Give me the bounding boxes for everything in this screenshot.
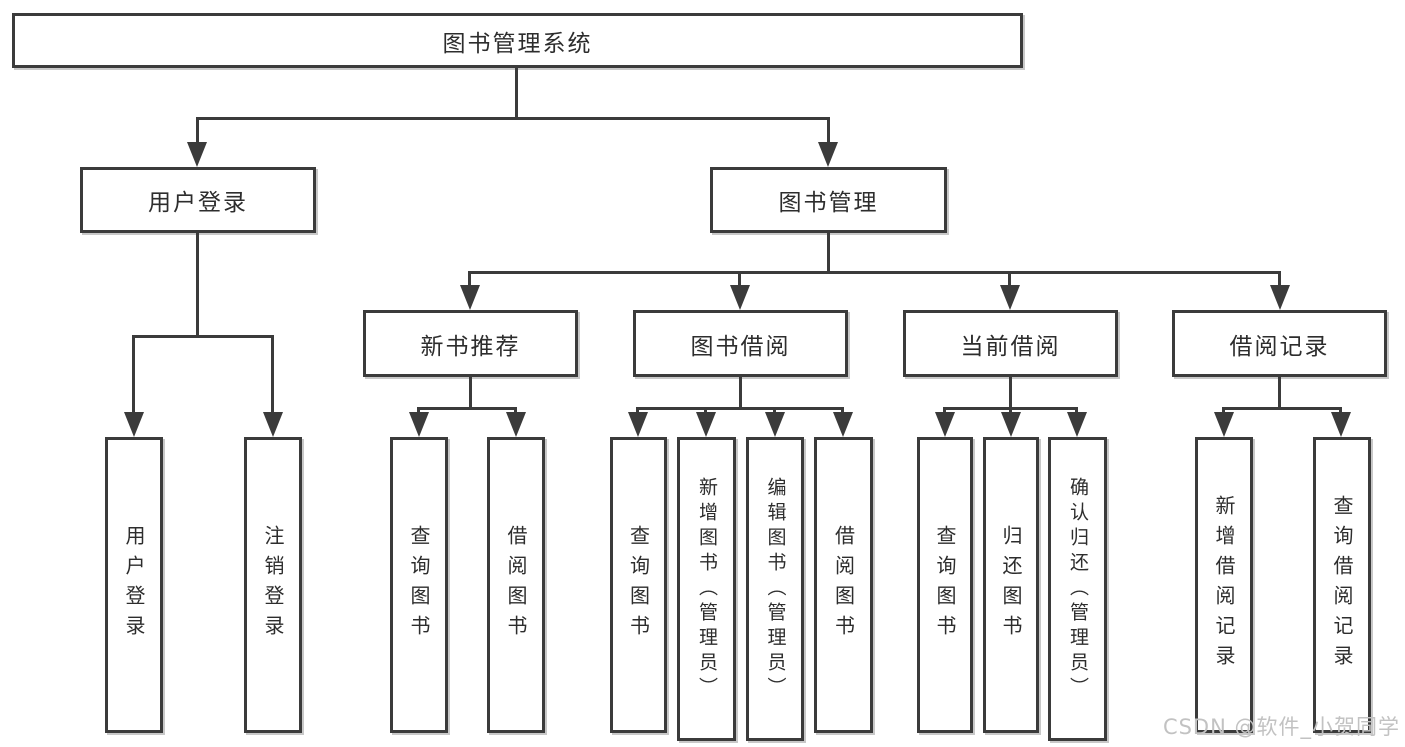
arrow-down-icon bbox=[935, 412, 955, 437]
arrow-down-icon bbox=[730, 285, 750, 310]
arrow-down-icon bbox=[628, 412, 648, 437]
arrow-down-icon bbox=[818, 142, 838, 167]
node-current-borrowing: 当前借阅 bbox=[903, 310, 1118, 377]
leaf-logout-login-label: 注销登录 bbox=[261, 525, 285, 645]
leaf-newbooks-borrow-books-label: 借阅图书 bbox=[504, 525, 528, 645]
leaf-query-borrow-record: 查询借阅记录 bbox=[1313, 437, 1371, 733]
leaf-logout-login: 注销登录 bbox=[244, 437, 302, 733]
arrow-down-icon bbox=[1214, 412, 1234, 437]
arrow-down-icon bbox=[1067, 412, 1087, 437]
connector-newbooks-stem bbox=[469, 377, 472, 407]
connector-borrowing-bar bbox=[636, 407, 844, 410]
leaf-return-books: 归还图书 bbox=[983, 437, 1039, 733]
connector-records-drop-1 bbox=[1222, 407, 1225, 414]
node-library-system-label: 图书管理系统 bbox=[442, 30, 593, 57]
node-book-borrowing-label: 图书借阅 bbox=[690, 333, 791, 360]
connector-bookmgmt-drop-4 bbox=[1278, 271, 1281, 287]
node-library-system: 图书管理系统 bbox=[12, 13, 1023, 68]
connector-current-drop-3 bbox=[1075, 407, 1078, 414]
connector-records-bar bbox=[1222, 407, 1341, 410]
connector-userlogin-stem bbox=[196, 233, 199, 335]
connector-root-drop-right bbox=[827, 117, 830, 145]
connector-borrowing-drop-3 bbox=[773, 407, 776, 414]
arrow-down-icon bbox=[460, 285, 480, 310]
arrow-down-icon bbox=[409, 412, 429, 437]
node-borrowing-records: 借阅记录 bbox=[1172, 310, 1387, 377]
connector-userlogin-bar bbox=[132, 335, 274, 338]
arrow-down-icon bbox=[187, 142, 207, 167]
leaf-newbooks-query-books: 查询图书 bbox=[390, 437, 448, 733]
connector-bookmgmt-drop-2 bbox=[738, 271, 741, 287]
leaf-newbooks-borrow-books: 借阅图书 bbox=[487, 437, 545, 733]
connector-newbooks-drop-1 bbox=[417, 407, 420, 414]
arrow-down-icon bbox=[124, 412, 144, 437]
leaf-user-login: 用户登录 bbox=[105, 437, 163, 733]
leaf-add-books-admin-label: 新增图书（管理员） bbox=[696, 476, 718, 702]
connector-borrowing-drop-2 bbox=[704, 407, 707, 414]
node-book-borrowing: 图书借阅 bbox=[633, 310, 848, 377]
node-book-management: 图书管理 bbox=[710, 167, 947, 233]
arrow-down-icon bbox=[1000, 285, 1020, 310]
arrow-down-icon bbox=[1001, 412, 1021, 437]
connector-bookmgmt-drop-3 bbox=[1008, 271, 1011, 287]
leaf-add-borrow-record-label: 新增借阅记录 bbox=[1212, 495, 1236, 675]
arrow-down-icon bbox=[765, 412, 785, 437]
connector-bookmgmt-stem bbox=[827, 233, 830, 271]
node-current-borrowing-label: 当前借阅 bbox=[960, 333, 1061, 360]
leaf-newbooks-query-books-label: 查询图书 bbox=[407, 525, 431, 645]
leaf-add-borrow-record: 新增借阅记录 bbox=[1195, 437, 1253, 733]
arrow-down-icon bbox=[833, 412, 853, 437]
node-new-book-recommend: 新书推荐 bbox=[363, 310, 578, 377]
leaf-current-query-books: 查询图书 bbox=[917, 437, 973, 733]
leaf-return-books-label: 归还图书 bbox=[999, 525, 1023, 645]
connector-bookmgmt-bar bbox=[469, 271, 1281, 274]
leaf-add-books-admin: 新增图书（管理员） bbox=[677, 437, 736, 741]
connector-userlogin-drop-1 bbox=[132, 335, 135, 414]
arrow-down-icon bbox=[506, 412, 526, 437]
connector-borrowing-drop-4 bbox=[841, 407, 844, 414]
leaf-confirm-return-admin: 确认归还（管理员） bbox=[1048, 437, 1107, 741]
connector-current-stem bbox=[1009, 377, 1012, 407]
leaf-borrowing-borrow-books-label: 借阅图书 bbox=[831, 525, 856, 645]
arrow-down-icon bbox=[1331, 412, 1351, 437]
leaf-borrowing-borrow-books: 借阅图书 bbox=[814, 437, 873, 733]
watermark-text: CSDN @软件_小贺同学 bbox=[1162, 715, 1400, 739]
connector-records-stem bbox=[1278, 377, 1281, 407]
connector-current-drop-1 bbox=[943, 407, 946, 414]
connector-root-stem bbox=[515, 68, 518, 117]
connector-newbooks-bar bbox=[417, 407, 517, 410]
leaf-borrowing-query-books: 查询图书 bbox=[610, 437, 667, 733]
node-book-management-label: 图书管理 bbox=[778, 190, 879, 216]
leaf-edit-books-admin: 编辑图书（管理员） bbox=[746, 437, 804, 741]
connector-borrowing-stem bbox=[739, 377, 742, 407]
leaf-query-borrow-record-label: 查询借阅记录 bbox=[1330, 495, 1354, 675]
connector-current-drop-2 bbox=[1009, 407, 1012, 414]
leaf-confirm-return-admin-label: 确认归还（管理员） bbox=[1067, 476, 1089, 702]
arrow-down-icon bbox=[1270, 285, 1290, 310]
leaf-edit-books-admin-label: 编辑图书（管理员） bbox=[764, 476, 787, 702]
arrow-down-icon bbox=[263, 412, 283, 437]
connector-records-drop-2 bbox=[1339, 407, 1342, 414]
connector-userlogin-drop-2 bbox=[271, 335, 274, 414]
node-new-book-recommend-label: 新书推荐 bbox=[420, 333, 521, 360]
node-user-login: 用户登录 bbox=[80, 167, 316, 233]
node-user-login-label: 用户登录 bbox=[148, 190, 248, 216]
leaf-user-login-label: 用户登录 bbox=[122, 525, 146, 645]
connector-root-drop-left bbox=[196, 117, 199, 145]
node-borrowing-records-label: 借阅记录 bbox=[1229, 333, 1330, 360]
arrow-down-icon bbox=[696, 412, 716, 437]
leaf-current-query-books-label: 查询图书 bbox=[933, 525, 957, 645]
connector-borrowing-drop-1 bbox=[636, 407, 639, 414]
connector-newbooks-drop-2 bbox=[514, 407, 517, 414]
connector-bookmgmt-drop-1 bbox=[468, 271, 471, 287]
connector-root-bar bbox=[196, 117, 830, 120]
leaf-borrowing-query-books-label: 查询图书 bbox=[626, 525, 651, 645]
